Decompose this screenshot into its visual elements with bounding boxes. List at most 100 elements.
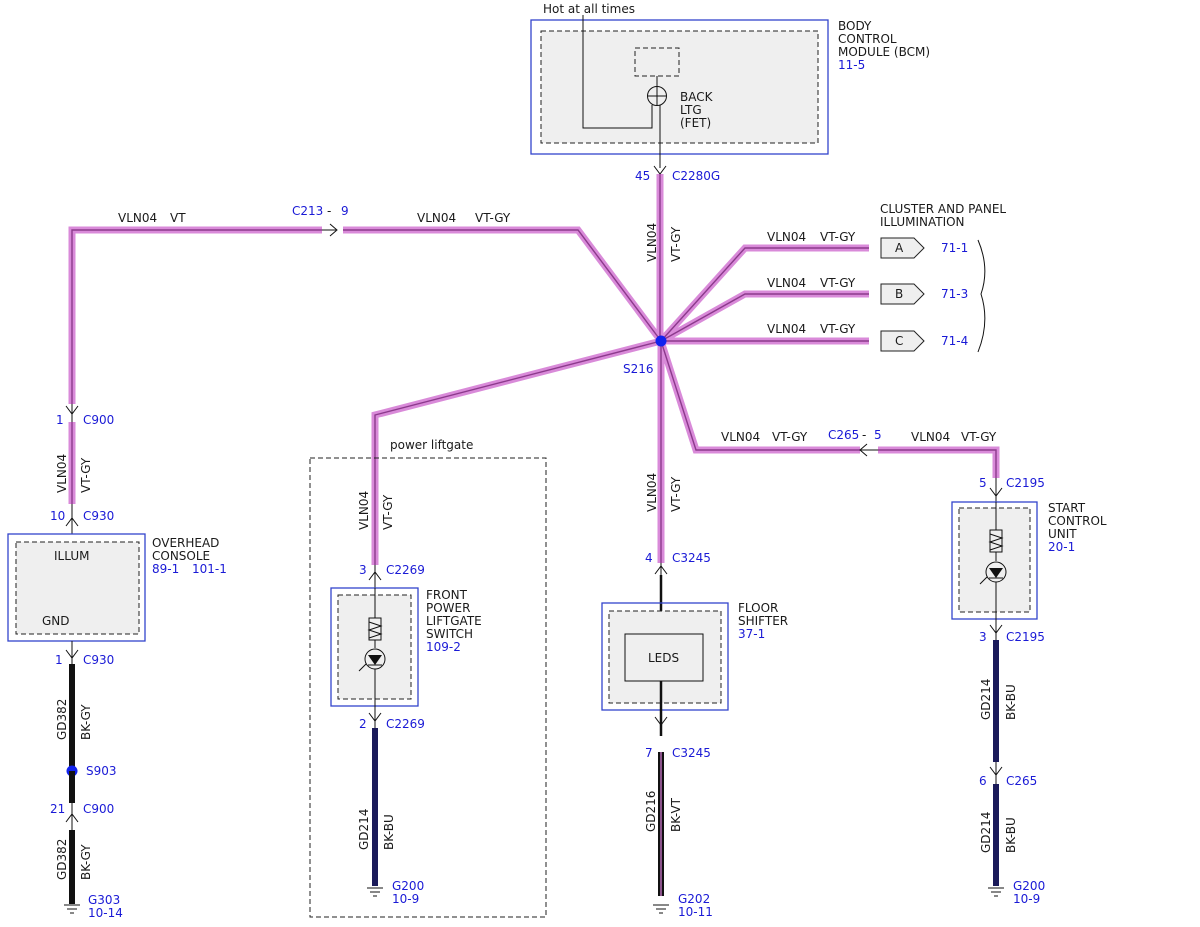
fs-bkvt: BK-VT (669, 797, 683, 832)
lg-bkbu: BK-BU (382, 814, 396, 850)
ground-symbol-g200-a (367, 887, 383, 897)
c900-out-arrow (65, 813, 79, 823)
ground-g200-a[interactable]: G200 (392, 879, 424, 893)
connector-tag-b (880, 283, 925, 305)
oh-conn-c900b[interactable]: C900 (83, 802, 114, 816)
fs-conn-out[interactable]: C3245 (672, 746, 711, 760)
vln04-wires: VLN04 VT C213 - 9 VLN04 VT-GY VLN04 VT-G… (65, 174, 1000, 565)
overhead-ref-1[interactable]: 89-1 (152, 562, 179, 576)
c3245-in-arrow (654, 565, 668, 575)
tag-c-label: C (895, 334, 903, 348)
lg-name-4: SWITCH (426, 627, 473, 641)
sc-pin-6: 6 (979, 774, 987, 788)
splice-s903-label[interactable]: S903 (86, 764, 117, 778)
cluster-title-2: ILLUMINATION (880, 215, 965, 229)
fs-name-2: SHIFTER (738, 614, 788, 628)
c2269-in-arrow (368, 571, 382, 581)
wire-circuit-c265: VLN04 (721, 430, 760, 444)
splice-s216-label[interactable]: S216 (623, 362, 654, 376)
bcm-connector[interactable]: C2280G (672, 169, 720, 183)
ground-g200-b-ref[interactable]: 10-9 (1013, 892, 1040, 906)
shifter-outline (601, 602, 729, 711)
c265-out-arrow (989, 766, 1003, 776)
ground-g303-ref[interactable]: 10-14 (88, 906, 123, 920)
cluster-illumination: CLUSTER AND PANEL ILLUMINATION VLN04 VT-… (767, 202, 1006, 353)
sc-conn-out[interactable]: C2195 (1006, 630, 1045, 644)
start-control-unit: 5 C2195 START CONTROL UNIT 20-1 3 C2195 … (951, 476, 1107, 906)
cluster-circuit-b: VLN04 (767, 276, 806, 290)
oh-conn-c930[interactable]: C930 (83, 509, 114, 523)
gnd-label: GND (42, 614, 70, 628)
cluster-circuit-a: VLN04 (767, 230, 806, 244)
wire-color-bcm: VT-GY (669, 226, 683, 262)
bcm-ref[interactable]: 11-5 (838, 58, 865, 72)
cluster-ref-a[interactable]: 71-1 (941, 241, 968, 255)
cluster-color-a: VT-GY (820, 230, 856, 244)
wire-color-mid: VT-GY (475, 211, 511, 225)
power-liftgate-label: power liftgate (390, 438, 473, 452)
overhead-inner (15, 541, 140, 635)
front-power-liftgate-switch: power liftgate VLN04 VT-GY 3 C2269 FRONT… (309, 438, 547, 918)
fs-name-1: FLOOR (738, 601, 778, 615)
oh-gd382-b: GD382 (55, 839, 69, 880)
bcm-name-3: MODULE (BCM) (838, 45, 930, 59)
overhead-outline (7, 533, 146, 642)
start-outline (951, 501, 1038, 620)
illum-label: ILLUM (54, 549, 89, 563)
fs-conn-in[interactable]: C3245 (672, 551, 711, 565)
overhead-name-1: OVERHEAD (152, 536, 219, 550)
lg-name-2: POWER (426, 601, 470, 615)
sc-bkbu-a: BK-BU (1004, 684, 1018, 720)
c265-label[interactable]: C265 (828, 428, 859, 442)
lg-pin-2: 2 (359, 717, 367, 731)
floor-shifter: VLN04 VT-GY 4 C3245 LEDS FLOOR SHIFTER 3… (601, 473, 788, 919)
fs-pin-4: 4 (645, 551, 653, 565)
ground-g303[interactable]: G303 (88, 893, 120, 907)
oh-bkgy-b: BK-GY (79, 844, 93, 880)
overhead-console: 1 C900 VLN04 VT-GY 10 C930 ILLUM GND OVE… (7, 413, 227, 920)
fs-ref[interactable]: 37-1 (738, 627, 765, 641)
connector-tag-a (880, 237, 925, 259)
ground-symbol-g202 (653, 904, 669, 914)
c2269-out-arrow (368, 712, 382, 722)
wire-color-left: VT (170, 211, 186, 225)
cluster-ref-c[interactable]: 71-4 (941, 334, 968, 348)
c265-arrow (859, 443, 868, 457)
c900-arrow (65, 405, 79, 415)
c2195-out-arrow (989, 624, 1003, 634)
c213-pin: 9 (341, 204, 349, 218)
sc-conn-in[interactable]: C2195 (1006, 476, 1045, 490)
cluster-ref-b[interactable]: 71-3 (941, 287, 968, 301)
start-inner (958, 507, 1031, 613)
oh-conn-c930b[interactable]: C930 (83, 653, 114, 667)
wire-circuit-bcm: VLN04 (645, 223, 659, 262)
wire-color-c265: VT-GY (772, 430, 808, 444)
overhead-ref-2[interactable]: 101-1 (192, 562, 227, 576)
wire-circuit-left: VLN04 (118, 211, 157, 225)
c213-label[interactable]: C213 (292, 204, 323, 218)
cluster-circuit-c: VLN04 (767, 322, 806, 336)
body-control-module: Hot at all times BODY CONTROL MODULE (BC… (530, 2, 930, 183)
brace-symbol (977, 239, 986, 353)
lg-ref[interactable]: 109-2 (426, 640, 461, 654)
lg-pin-3: 3 (359, 563, 367, 577)
fet-label-3: (FET) (680, 116, 711, 130)
sc-conn-c265[interactable]: C265 (1006, 774, 1037, 788)
cluster-color-c: VT-GY (820, 322, 856, 336)
sc-ref[interactable]: 20-1 (1048, 540, 1075, 554)
power-liftgate-group (309, 457, 547, 918)
oh-pin-10: 10 (50, 509, 65, 523)
splice-s216[interactable] (655, 335, 667, 347)
ground-g200-a-ref[interactable]: 10-9 (392, 892, 419, 906)
oh-pin-21: 21 (50, 802, 65, 816)
bcm-inner (540, 30, 819, 144)
ground-g202[interactable]: G202 (678, 892, 710, 906)
ground-g200-b[interactable]: G200 (1013, 879, 1045, 893)
sc-gd214-b: GD214 (979, 812, 993, 853)
ground-g202-ref[interactable]: 10-11 (678, 905, 713, 919)
bcm-fet-box (634, 47, 680, 77)
lg-conn-out[interactable]: C2269 (386, 717, 425, 731)
lg-conn-in[interactable]: C2269 (386, 563, 425, 577)
oh-conn-c900[interactable]: C900 (83, 413, 114, 427)
leds-block (624, 633, 704, 682)
